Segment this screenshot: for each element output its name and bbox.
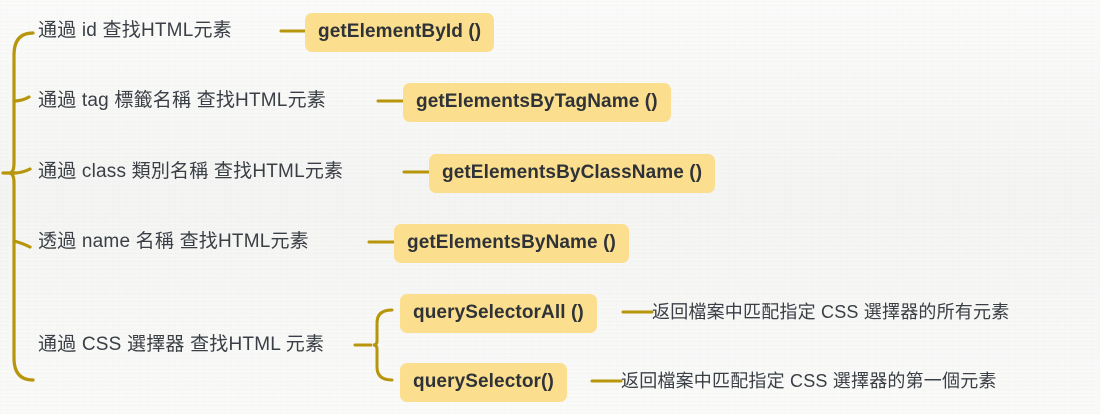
method-pill-get-elements-by-class-name[interactable]: getElementsByClassName () [429, 154, 716, 193]
method-pill-query-selector[interactable]: querySelector() [400, 363, 567, 402]
method-pill-get-elements-by-name[interactable]: getElementsByName () [394, 224, 629, 263]
branch-label-by-css-selector: 通過 CSS 選擇器 查找HTML 元素 [38, 334, 325, 355]
branch-label-by-class: 通過 class 類別名稱 查找HTML元素 [38, 161, 344, 182]
description-query-selector: 返回檔案中匹配指定 CSS 選擇器的第一個元素 [621, 371, 997, 391]
branch-label-by-id: 通過 id 查找HTML元素 [38, 20, 232, 41]
method-pill-get-element-by-id[interactable]: getElementById () [305, 13, 495, 52]
description-query-selector-all: 返回檔案中匹配指定 CSS 選擇器的所有元素 [652, 302, 1010, 322]
method-pill-get-elements-by-tag-name[interactable]: getElementsByTagName () [403, 83, 671, 122]
branch-label-by-tag: 通過 tag 標籤名稱 查找HTML元素 [38, 90, 326, 111]
method-pill-query-selector-all[interactable]: querySelectorAll () [400, 294, 597, 333]
branch-label-by-name: 透過 name 名稱 查找HTML元素 [38, 231, 309, 252]
